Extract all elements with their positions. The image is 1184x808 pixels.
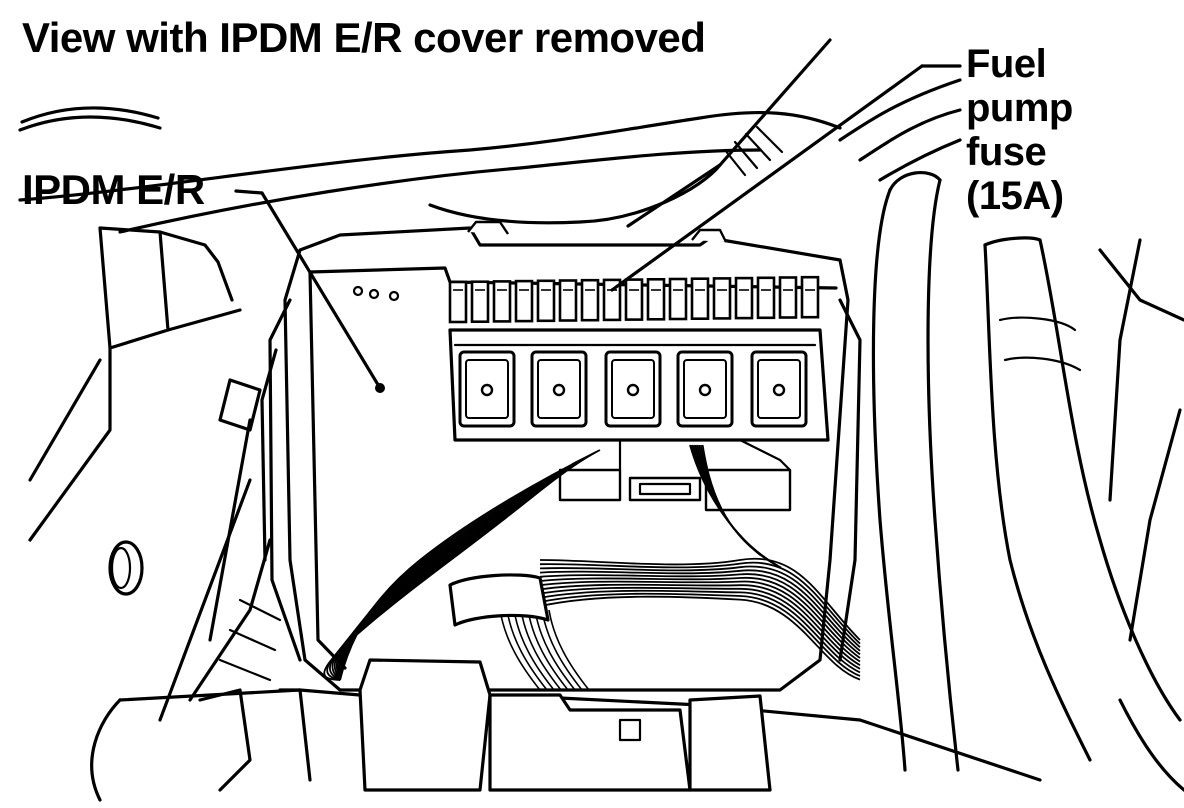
fuse bbox=[514, 279, 534, 323]
ipdm-leader-tick bbox=[234, 189, 264, 195]
wire-strand bbox=[506, 609, 548, 691]
wire-strand bbox=[539, 583, 861, 666]
fuse-label-line: pump bbox=[966, 86, 1073, 130]
harness-clamp bbox=[448, 573, 550, 627]
body-panel-outlines bbox=[18, 38, 1184, 792]
relay-inner bbox=[537, 359, 581, 419]
relay-terminal bbox=[552, 383, 566, 397]
wire-strand bbox=[323, 462, 575, 681]
ipdm-label: IPDM E/R bbox=[22, 166, 205, 213]
relay-block bbox=[448, 328, 830, 442]
wire-strand bbox=[539, 569, 861, 652]
fuse bbox=[492, 280, 512, 323]
connector-blocks bbox=[558, 438, 792, 512]
wire-strand bbox=[499, 609, 541, 691]
fuse-leader-line bbox=[610, 64, 924, 292]
relay-terminal bbox=[698, 383, 712, 397]
wire-strand bbox=[539, 573, 861, 656]
wire-strand bbox=[539, 557, 861, 641]
fuel-pump-fuse-label: Fuel pump fuse (15A) bbox=[966, 42, 1073, 218]
wire-harness bbox=[323, 444, 861, 691]
lower-connectors bbox=[198, 658, 772, 792]
wire-strand bbox=[534, 609, 576, 691]
wire-strand bbox=[539, 565, 861, 648]
wire-strand bbox=[539, 589, 861, 674]
fuse-label-line: (15A) bbox=[966, 174, 1064, 218]
wire-strand bbox=[539, 595, 861, 681]
relay-inner bbox=[611, 359, 655, 419]
wire-strand bbox=[513, 609, 555, 691]
fuse bbox=[800, 275, 820, 319]
fuse-label-line: Fuel bbox=[966, 42, 1047, 86]
fuse bbox=[690, 277, 710, 321]
wire-strand bbox=[548, 609, 590, 691]
fuse bbox=[778, 276, 798, 319]
fuse bbox=[580, 278, 600, 322]
fuse bbox=[712, 277, 732, 320]
wire-strand bbox=[339, 452, 595, 681]
relay-terminal bbox=[626, 383, 640, 397]
wire-strand bbox=[539, 580, 861, 663]
wire-strand bbox=[520, 609, 562, 691]
fuse bbox=[734, 276, 754, 320]
relay-terminal bbox=[772, 383, 786, 397]
wire-strand bbox=[539, 592, 861, 677]
relay-inner bbox=[757, 359, 801, 419]
relay-inner bbox=[683, 359, 727, 419]
fuse bbox=[756, 276, 776, 320]
fuse bbox=[536, 279, 556, 323]
diagram-title: View with IPDM E/R cover removed bbox=[22, 14, 706, 61]
fuse-row bbox=[448, 275, 820, 324]
fuse bbox=[668, 277, 688, 321]
fuse bbox=[558, 279, 578, 322]
ipdm-leader-line bbox=[260, 191, 382, 390]
relay-terminal bbox=[480, 383, 494, 397]
wire-strand bbox=[701, 444, 782, 569]
wire-strand bbox=[539, 561, 861, 645]
leader-lines bbox=[234, 64, 962, 390]
wire-strand bbox=[539, 586, 861, 670]
relay-inner bbox=[465, 359, 509, 419]
fuse bbox=[646, 277, 666, 321]
fuse bbox=[470, 280, 490, 324]
fuse bbox=[448, 280, 468, 324]
wire-strand bbox=[539, 577, 861, 659]
wire-strand bbox=[527, 609, 569, 691]
fuse-label-line: fuse bbox=[966, 130, 1047, 174]
fuse bbox=[624, 278, 644, 321]
